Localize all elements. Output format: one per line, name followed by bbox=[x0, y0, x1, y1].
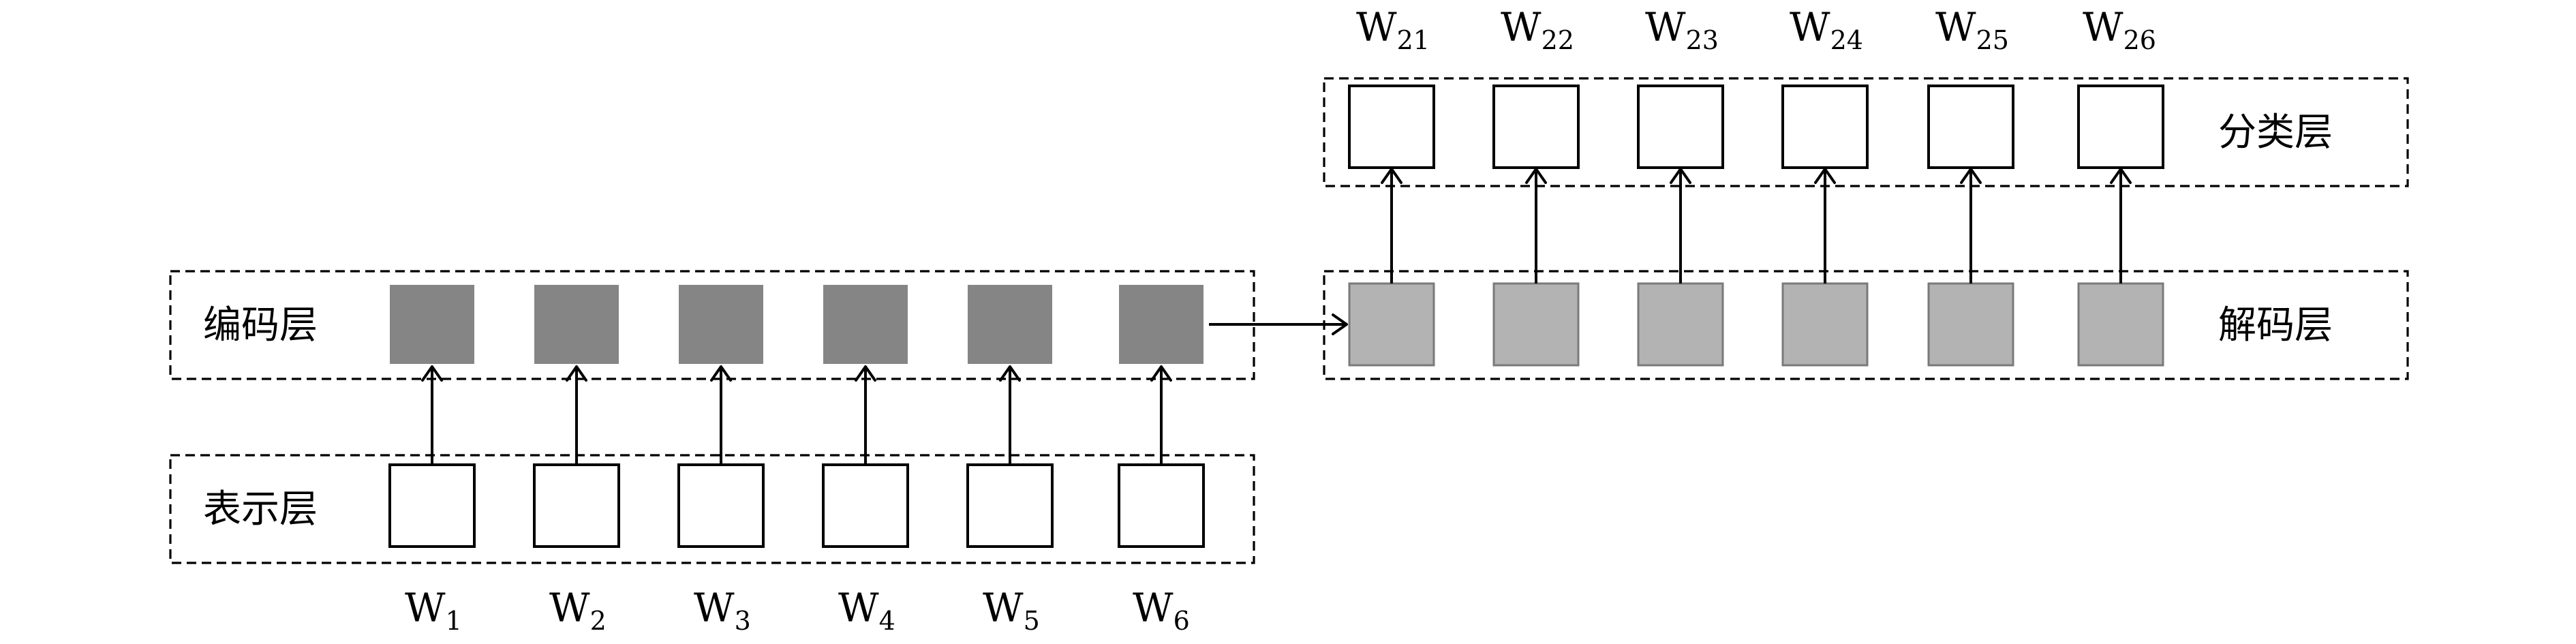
classification-cell-2 bbox=[1492, 85, 1580, 169]
arrowhead-rep-enc-3 bbox=[710, 365, 732, 382]
representation-cell-1 bbox=[388, 463, 476, 548]
representation-cell-5 bbox=[966, 463, 1054, 548]
representation-cell-6 bbox=[1118, 463, 1205, 548]
representation-cell-4 bbox=[822, 463, 909, 548]
rep-to-enc-arrows bbox=[421, 365, 1172, 465]
representation-cell-2 bbox=[533, 463, 620, 548]
arrowhead-dec-cls-4 bbox=[1814, 168, 1836, 184]
arrowhead-rep-enc-2 bbox=[566, 365, 587, 382]
output-word-6: W26 bbox=[2083, 4, 2156, 55]
arrowhead-dec-cls-3 bbox=[1670, 168, 1691, 184]
classification-cell-5 bbox=[1927, 85, 2014, 169]
arrowhead-enc-dec bbox=[1332, 313, 1348, 335]
encoding-cell-4 bbox=[823, 285, 908, 364]
enc-to-dec-arrow bbox=[1209, 313, 1348, 335]
representation-cell-3 bbox=[677, 463, 765, 548]
output-word-5: W25 bbox=[1935, 4, 2009, 55]
input-word-2: W2 bbox=[549, 585, 607, 636]
decoding-cell-1 bbox=[1348, 282, 1435, 367]
classification-layer-label: 分类层 bbox=[2218, 110, 2333, 155]
output-word-2: W22 bbox=[1501, 4, 1574, 55]
encoding-cell-1 bbox=[390, 285, 474, 364]
encoding-cell-2 bbox=[534, 285, 619, 364]
encoding-layer-label: 编码层 bbox=[203, 303, 318, 348]
input-word-4: W4 bbox=[838, 585, 895, 636]
decoding-cell-5 bbox=[1927, 282, 2014, 367]
decoding-cell-4 bbox=[1781, 282, 1869, 367]
decoding-cell-3 bbox=[1637, 282, 1724, 367]
decoding-layer-label: 解码层 bbox=[2218, 303, 2333, 348]
arrowhead-rep-enc-5 bbox=[999, 365, 1021, 382]
decoding-cell-6 bbox=[2077, 282, 2164, 367]
classification-cell-4 bbox=[1781, 85, 1869, 169]
output-word-3: W23 bbox=[1645, 4, 1719, 55]
classification-cell-1 bbox=[1348, 85, 1435, 169]
classification-cell-3 bbox=[1637, 85, 1724, 169]
arrowhead-rep-enc-6 bbox=[1150, 365, 1172, 382]
representation-layer-label: 表示层 bbox=[203, 487, 318, 532]
input-word-5: W5 bbox=[983, 585, 1040, 636]
arrowhead-dec-cls-6 bbox=[2110, 168, 2132, 184]
dec-to-cls-arrows bbox=[1381, 168, 2132, 283]
arrowhead-dec-cls-5 bbox=[1960, 168, 1982, 184]
classification-layer-box bbox=[1323, 77, 2409, 187]
encoding-cell-5 bbox=[968, 285, 1052, 364]
arrowhead-dec-cls-1 bbox=[1381, 168, 1402, 184]
arrowhead-dec-cls-2 bbox=[1525, 168, 1547, 184]
encoding-cell-3 bbox=[679, 285, 763, 364]
arrowhead-rep-enc-1 bbox=[421, 365, 443, 382]
output-word-4: W24 bbox=[1790, 4, 1863, 55]
input-word-3: W3 bbox=[694, 585, 751, 636]
output-word-1: W21 bbox=[1356, 4, 1430, 55]
classification-cell-6 bbox=[2077, 85, 2164, 169]
decoding-cell-2 bbox=[1492, 282, 1580, 367]
encoding-cell-6 bbox=[1119, 285, 1203, 364]
arrowhead-rep-enc-4 bbox=[855, 365, 876, 382]
input-word-1: W1 bbox=[405, 585, 462, 636]
representation-layer-box bbox=[169, 454, 1255, 564]
input-word-6: W6 bbox=[1133, 585, 1190, 636]
